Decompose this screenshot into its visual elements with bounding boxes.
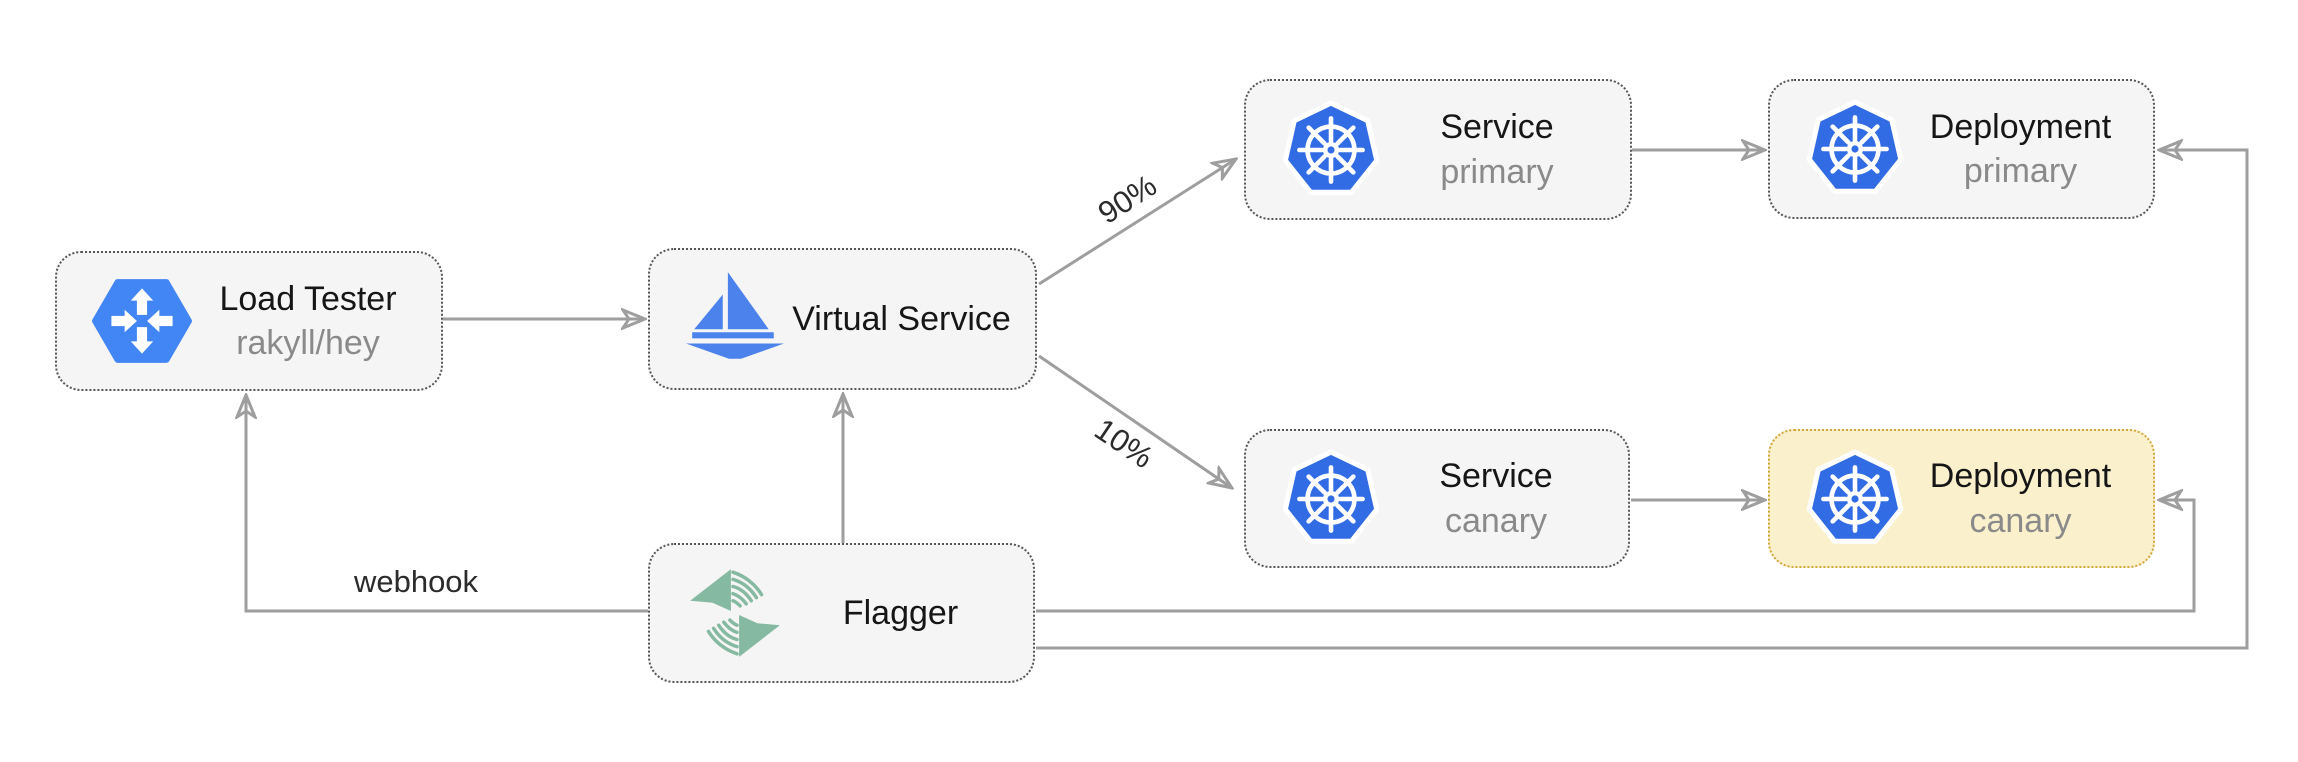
node-title: Service [1439, 457, 1553, 496]
node-title: Deployment [1929, 457, 2112, 496]
edge-label-canary-weight: 10% [1088, 411, 1159, 475]
node-subtitle: rakyll/hey [236, 324, 380, 362]
node-title: Deployment [1929, 107, 2112, 146]
node-service-primary: Service primary [1244, 79, 1632, 220]
kubernetes-icon [1804, 448, 1906, 550]
node-title: Flagger [842, 593, 959, 632]
edge-flagger-to-deployment-primary [1036, 150, 2249, 650]
node-subtitle: primary [1963, 152, 2078, 190]
edge-flagger-webhook-to-loadtester [246, 395, 648, 613]
node-virtual-service: Virtual Service [648, 248, 1037, 390]
node-title: Virtual Service [792, 299, 1011, 338]
node-subtitle: canary [1444, 501, 1548, 540]
flagger-icon [684, 562, 786, 664]
node-load-tester: Load Tester rakyll/hey [55, 251, 443, 391]
node-subtitle: primary [1440, 152, 1554, 191]
kubernetes-icon [1280, 99, 1382, 201]
node-service-canary: Service canary [1244, 429, 1630, 568]
node-title: Load Tester [219, 279, 397, 318]
gcp-load-balancer-icon [91, 270, 193, 372]
edge-virtualservice-to-service-canary [1038, 354, 1232, 488]
node-deployment-canary: Deployment canary [1768, 429, 2155, 568]
node-title: Service [1440, 108, 1554, 147]
node-deployment-primary: Deployment primary [1768, 79, 2155, 219]
edge-label-webhook: webhook [353, 564, 479, 599]
kubernetes-icon [1804, 98, 1906, 200]
edge-flagger-to-deployment-canary [1036, 500, 2196, 613]
istio-sailboat-icon [684, 268, 786, 370]
kubernetes-icon [1280, 448, 1382, 550]
node-flagger: Flagger [648, 543, 1035, 683]
node-subtitle: canary [1969, 501, 2072, 540]
edge-label-primary-weight: 90% [1092, 168, 1163, 231]
edge-virtualservice-to-service-primary [1038, 159, 1236, 286]
